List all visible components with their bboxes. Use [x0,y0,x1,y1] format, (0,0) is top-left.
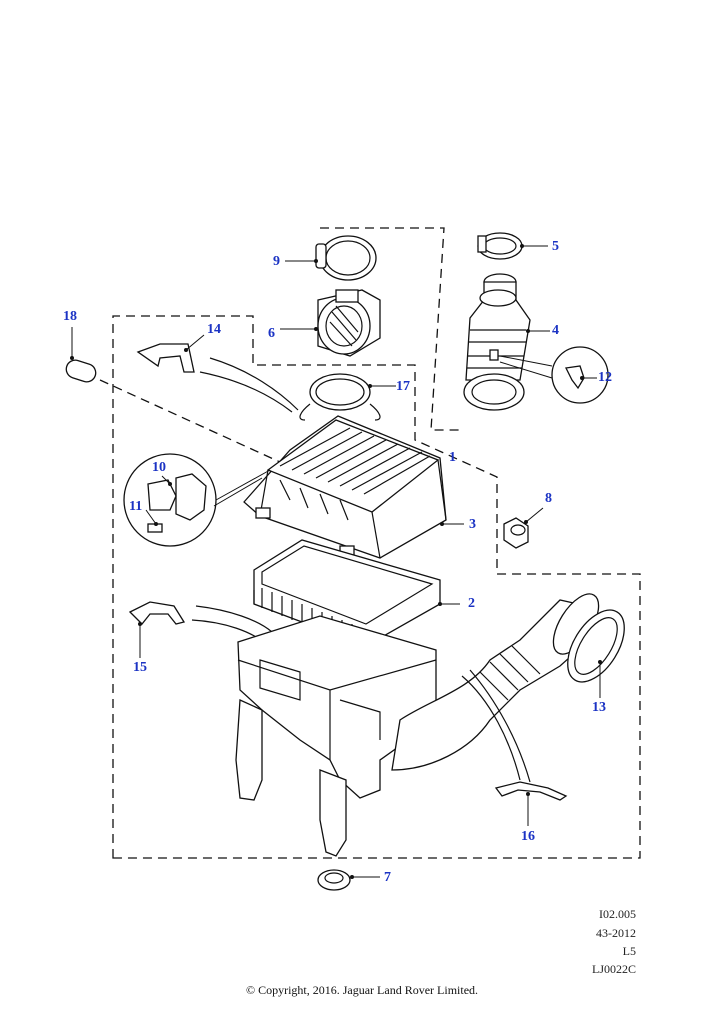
sensor-group-boundary [320,227,460,431]
callout-4: 4 [552,323,559,338]
part-14-clip [136,343,299,413]
alignment-line [99,379,281,463]
callout-16: 16 [521,829,535,844]
part-6-airflow-meter [317,289,381,357]
part-16-clip [461,669,568,801]
housing-body [235,615,437,857]
part-8-grommet [503,517,529,549]
part-3-cover [243,415,447,559]
callout-12: 12 [598,370,612,385]
reference-line-2: 43-2012 [596,926,636,940]
callout-9: 9 [273,254,280,269]
callout-3: 3 [469,517,476,532]
callout-8: 8 [545,491,552,506]
reference-line-3: L5 [622,944,636,958]
part-5-clamp [477,232,523,260]
part-13-outlet-duct [391,593,625,771]
part-7-grommet [317,869,351,891]
callout-17: 17 [396,379,410,394]
assembly-boundary [112,315,641,859]
part-18-hose [65,359,97,383]
part-4-intake-duct [463,273,531,411]
copyright-notice: © Copyright, 2016. Jaguar Land Rover Lim… [245,983,479,997]
callout-18: 18 [63,309,77,324]
part-9-clamp [315,235,377,281]
callout-5: 5 [552,239,559,254]
part-12-detail [499,346,609,404]
reference-line-4: LJ0022C [591,962,636,976]
callout-13: 13 [592,700,606,715]
part-10-11-detail [123,453,271,547]
reference-line-1: I02.005 [599,907,636,921]
callout-7: 7 [384,870,391,885]
callout-2: 2 [468,596,475,611]
callout-11: 11 [129,499,143,514]
leader-lines [70,244,602,879]
callout-6: 6 [268,326,275,341]
callout-15: 15 [133,660,147,675]
callout-14: 14 [207,322,221,337]
callout-1: 1 [449,450,456,465]
part-17-seal [299,373,381,421]
callout-10: 10 [152,460,166,475]
